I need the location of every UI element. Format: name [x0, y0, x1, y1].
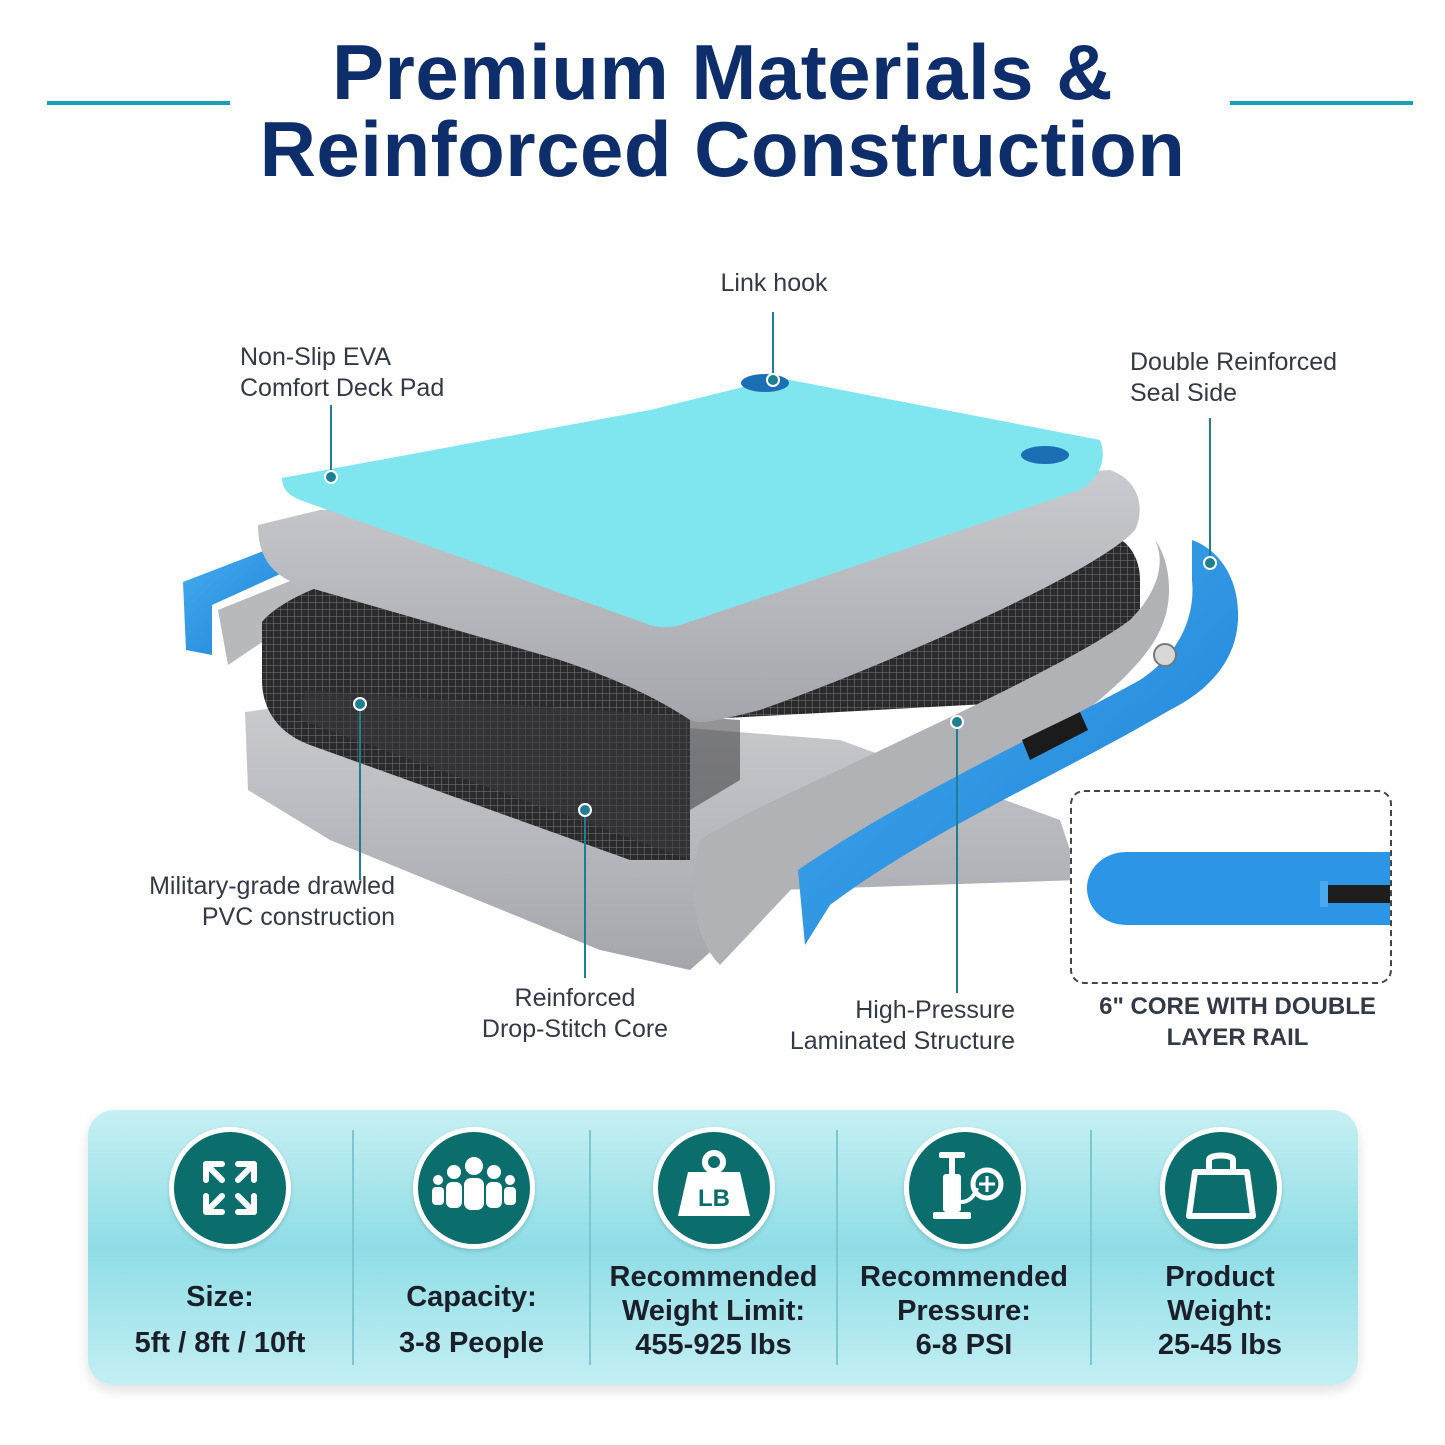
page-title-line2: Reinforced Construction [259, 105, 1186, 193]
spec-product-weight-text: Product Weight: 25-45 lbs [1092, 1260, 1348, 1362]
link-hook-left [741, 374, 789, 392]
spec-product-weight-label2: Weight: [1167, 1295, 1273, 1327]
svg-text:LB: LB [698, 1185, 730, 1212]
callout-laminated-line2: Laminated Structure [789, 1027, 1015, 1055]
spec-divider [352, 1130, 354, 1365]
callout-deck-pad-line2: Comfort Deck Pad [240, 374, 445, 402]
spec-pressure-value: 6-8 PSI [915, 1329, 1013, 1361]
spec-size-label: Size: [186, 1281, 254, 1313]
spec-panel: Size: 5ft / 8ft / 10ft [88, 1110, 1358, 1385]
spec-size-text: Size: 5ft / 8ft / 10ft [88, 1274, 352, 1366]
title-line-left [47, 101, 230, 105]
left-rail [183, 540, 300, 655]
air-pump-icon [904, 1127, 1026, 1249]
callout-deck-pad-line1: Non-Slip EVA [240, 343, 391, 371]
exploded-layers-illustration [183, 312, 1239, 993]
weight-bag-icon [1160, 1127, 1282, 1249]
spec-product-weight-value: 25-45 lbs [1157, 1329, 1283, 1361]
callout-deck-pad: Non-Slip EVA Comfort Deck Pad [240, 342, 540, 404]
callout-seal-side: Double Reinforced Seal Side [1130, 347, 1420, 409]
people-group-icon [413, 1127, 535, 1249]
expand-arrows-icon [169, 1127, 291, 1249]
spec-size-value: 5ft / 8ft / 10ft [134, 1327, 306, 1359]
spec-divider [1090, 1130, 1092, 1365]
inset-caption-line2: LAYER RAIL [1166, 1024, 1309, 1051]
spec-pressure: Recommended Pressure: 6-8 PSI [838, 1110, 1090, 1385]
spec-weight-limit-label1: Recommended [609, 1261, 818, 1293]
callout-seal-side-line1: Double Reinforced [1130, 348, 1338, 376]
spec-capacity-label: Capacity: [406, 1281, 537, 1313]
inset-caption-line1: 6" CORE WITH DOUBLE [1099, 993, 1376, 1020]
callout-pvc-line1: Military-grade drawled [149, 872, 395, 900]
inset-caption: 6" CORE WITH DOUBLE LAYER RAIL [1070, 991, 1405, 1053]
callout-pvc-line2: PVC construction [201, 903, 395, 931]
callout-laminated: High-Pressure Laminated Structure [740, 995, 1015, 1057]
spec-pressure-label2: Pressure: [897, 1295, 1031, 1327]
callout-pvc: Military-grade drawled PVC construction [60, 871, 395, 933]
spec-size: Size: 5ft / 8ft / 10ft [88, 1110, 352, 1385]
rail-valve [1153, 643, 1177, 667]
title-line-right [1230, 101, 1413, 105]
callout-link-hook-text: Link hook [720, 269, 828, 297]
callout-seal-side-line2: Seal Side [1130, 379, 1238, 407]
spec-product-weight: Product Weight: 25-45 lbs [1092, 1110, 1348, 1385]
rail-detail-inset [1070, 790, 1392, 984]
spec-capacity: Capacity: 3-8 People [354, 1110, 589, 1385]
callout-core-line2: Drop-Stitch Core [481, 1015, 669, 1043]
callout-core-line1: Reinforced [514, 984, 636, 1012]
spec-weight-limit-value: 455-925 lbs [635, 1329, 792, 1361]
page-title-line1: Premium Materials & [331, 28, 1114, 116]
rail-closeup-illustration [1087, 852, 1390, 925]
spec-divider [589, 1130, 591, 1365]
right-rail [798, 540, 1239, 945]
spec-weight-limit-label2: Weight Limit: [621, 1295, 806, 1327]
lb-weight-icon: LB [653, 1127, 775, 1249]
callout-link-hook: Link hook [674, 268, 874, 299]
spec-weight-limit: LB Recommended Weight Limit: 455-925 lbs [591, 1110, 836, 1385]
spec-capacity-text: Capacity: 3-8 People [354, 1274, 589, 1366]
link-hook-right [1021, 446, 1069, 464]
spec-pressure-label1: Recommended [860, 1261, 1068, 1293]
rail-handle [1022, 712, 1088, 760]
callout-laminated-line1: High-Pressure [855, 996, 1015, 1024]
spec-weight-limit-text: Recommended Weight Limit: 455-925 lbs [591, 1260, 836, 1362]
core-side-face [300, 690, 740, 860]
callout-core: Reinforced Drop-Stitch Core [450, 983, 700, 1045]
deck-pad [282, 378, 1103, 628]
spec-product-weight-label1: Product [1165, 1261, 1275, 1293]
spec-pressure-text: Recommended Pressure: 6-8 PSI [838, 1260, 1090, 1362]
spec-capacity-value: 3-8 People [398, 1327, 545, 1359]
pvc-right-wrap [694, 540, 1170, 965]
spec-divider [836, 1130, 838, 1365]
